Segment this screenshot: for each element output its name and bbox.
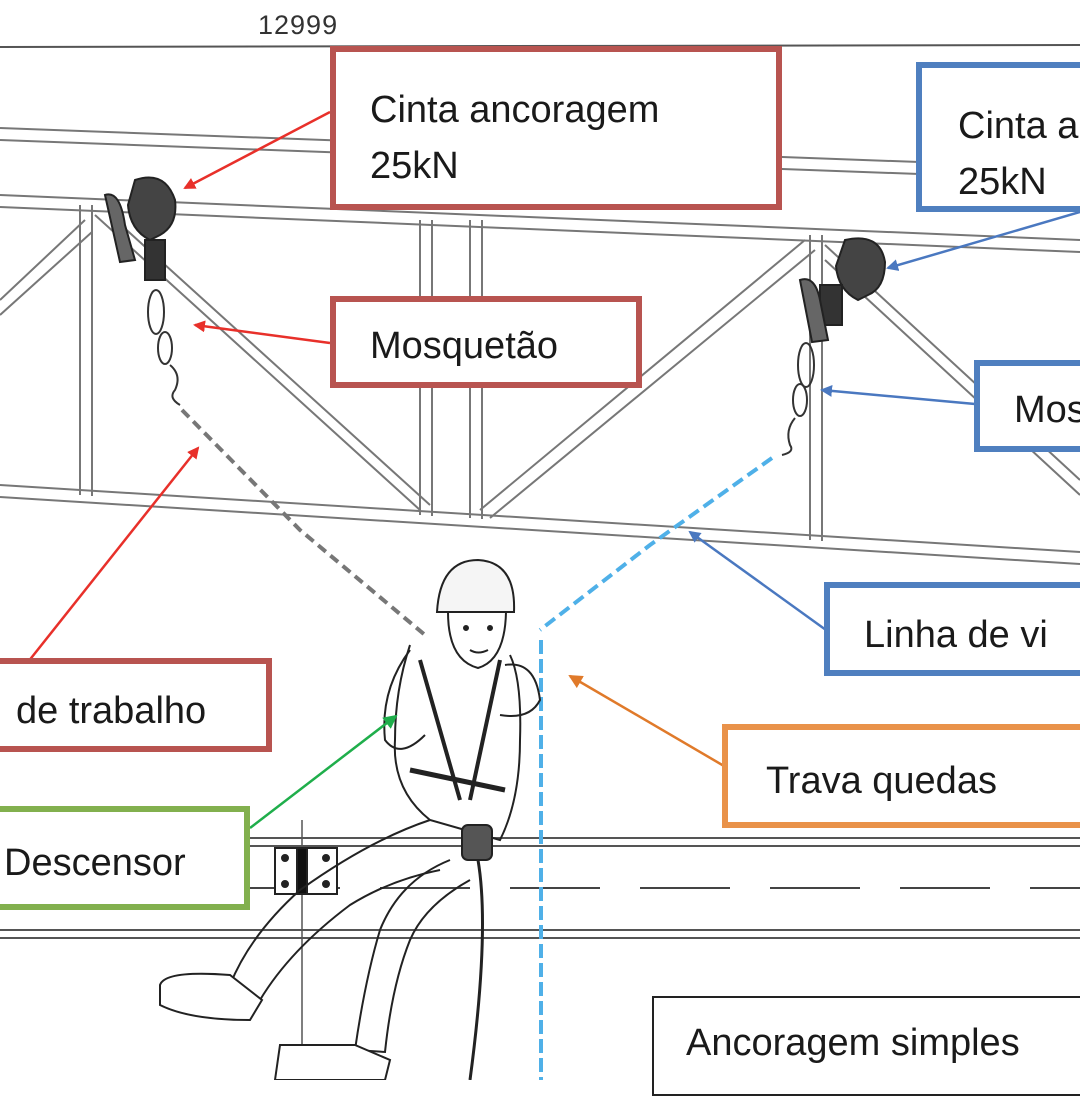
label-simple-anchorage-text: Ancoragem simples — [686, 1022, 1020, 1064]
arrow-lifeline — [688, 530, 827, 632]
label-carabiner-left: Mosquetão — [330, 296, 642, 388]
arrow-anchor-strap-left — [183, 110, 331, 190]
anchor-strap-right-icon — [798, 237, 887, 344]
label-carabiner-right: Mos — [974, 360, 1080, 452]
label-work-line: de trabalho — [0, 658, 272, 752]
arrow-work-line — [27, 446, 200, 663]
arrow-carabiner-left — [193, 320, 331, 345]
arrow-descender — [249, 714, 398, 829]
label-anchor-strap-right-line2: 25kN — [958, 161, 1047, 203]
arrow-fall-arrester — [568, 674, 725, 768]
label-fall-arrester-text: Trava quedas — [766, 760, 997, 802]
label-anchor-strap-left: Cinta ancoragem 25kN — [330, 46, 782, 210]
anchor-strap-left-icon — [103, 176, 177, 281]
connection-plate-icon — [274, 847, 338, 895]
label-fall-arrester: Trava quedas — [722, 724, 1080, 828]
label-anchor-strap-left-line2: 25kN — [370, 145, 459, 187]
label-simple-anchorage: Ancoragem simples — [652, 996, 1080, 1096]
label-work-line-text: de trabalho — [16, 690, 207, 732]
label-descender-text: Descensor — [4, 842, 186, 884]
work-line — [180, 408, 427, 637]
arrow-carabiner-right — [820, 384, 976, 406]
arrow-anchor-strap-right — [886, 210, 1080, 271]
rope-access-worker — [159, 558, 542, 1080]
carabiner-left-icon — [147, 289, 181, 406]
annotation-arrows — [27, 110, 1080, 829]
label-anchor-strap-right: Cinta a 25kN — [916, 62, 1080, 212]
label-anchor-strap-left-line1: Cinta ancoragem — [370, 89, 660, 131]
label-anchor-strap-right-line1: Cinta a — [958, 105, 1079, 147]
label-lifeline-text: Linha de vi — [864, 614, 1048, 656]
dimension-label: 12999 — [258, 10, 339, 40]
carabiner-right-icon — [781, 342, 815, 456]
label-lifeline: Linha de vi — [824, 582, 1080, 676]
label-carabiner-right-text: Mos — [1014, 389, 1080, 431]
label-descender: Descensor — [0, 806, 250, 910]
label-carabiner-left-text: Mosquetão — [370, 325, 559, 367]
lifeline — [538, 456, 774, 632]
